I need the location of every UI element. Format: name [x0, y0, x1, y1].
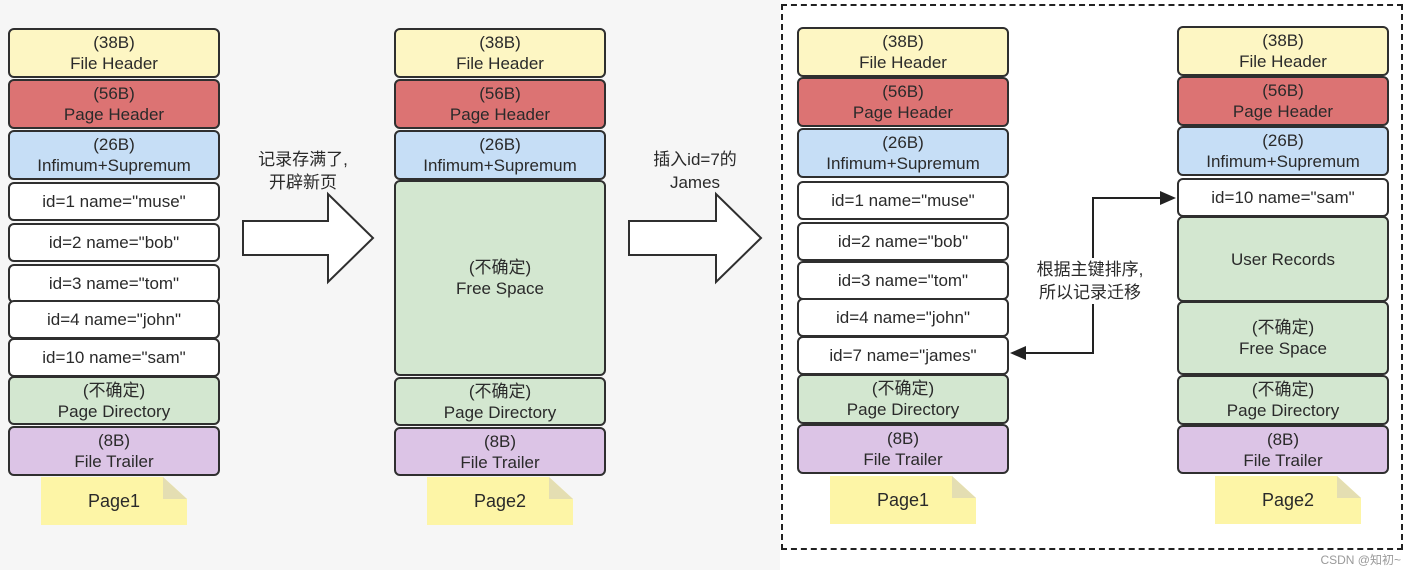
page-header-block: (56B)Page Header: [394, 79, 606, 129]
record-block: id=10 name="sam": [8, 338, 220, 377]
file-header-block: (38B)File Header: [1177, 26, 1389, 76]
file-header-block: (38B)File Header: [394, 28, 606, 78]
migration-arrowhead-left: [1010, 346, 1026, 360]
infimum-supremum-block: (26B)Infimum+Supremum: [1177, 126, 1389, 176]
result-frame: [781, 4, 1403, 550]
migration-arrowhead-right: [1160, 191, 1176, 205]
file-trailer-block: (8B)File Trailer: [1177, 425, 1389, 474]
arrow1-label: 记录存满了, 开辟新页: [258, 150, 348, 192]
user-records-block: User Records: [1177, 216, 1389, 302]
page-name-note: Page1: [830, 476, 976, 524]
record-block: id=2 name="bob": [797, 222, 1009, 261]
infimum-supremum-block: (26B)Infimum+Supremum: [797, 128, 1009, 178]
file-header-block: (38B)File Header: [797, 27, 1009, 77]
record-block: id=1 name="muse": [8, 182, 220, 221]
infimum-supremum-block: (26B)Infimum+Supremum: [8, 130, 220, 180]
page-directory-block: (不确定)Page Directory: [1177, 375, 1389, 425]
file-header-block: (38B)File Header: [8, 28, 220, 78]
file-trailer-block: (8B)File Trailer: [8, 426, 220, 476]
file-trailer-block: (8B)File Trailer: [394, 427, 606, 476]
file-trailer-block: (8B)File Trailer: [797, 424, 1009, 474]
page-name-note: Page2: [427, 477, 573, 525]
record-block: id=2 name="bob": [8, 223, 220, 262]
record-block: id=4 name="john": [797, 298, 1009, 337]
page-header-block: (56B)Page Header: [8, 79, 220, 129]
page-name-note: Page1: [41, 477, 187, 525]
page-directory-block: (不确定)Page Directory: [8, 376, 220, 425]
free-space-block: (不确定)Free Space: [394, 180, 606, 376]
record-block: id=7 name="james": [797, 336, 1009, 375]
page-directory-block: (不确定)Page Directory: [394, 377, 606, 426]
page-name-note: Page2: [1215, 476, 1361, 524]
page-header-block: (56B)Page Header: [1177, 76, 1389, 126]
infimum-supremum-block: (26B)Infimum+Supremum: [394, 130, 606, 180]
watermark: CSDN @知初~: [1320, 553, 1401, 567]
record-block: id=4 name="john": [8, 300, 220, 339]
transition-arrow-2: [628, 191, 763, 285]
page-directory-block: (不确定)Page Directory: [797, 374, 1009, 424]
page-header-block: (56B)Page Header: [797, 77, 1009, 127]
migration-label: 根据主键排序, 所以记录迁移: [1024, 258, 1156, 304]
transition-arrow-1: [242, 191, 375, 285]
free-space-block: (不确定)Free Space: [1177, 301, 1389, 375]
record-block: id=1 name="muse": [797, 181, 1009, 220]
arrow2-label: 插入id=7的 James: [653, 150, 737, 192]
